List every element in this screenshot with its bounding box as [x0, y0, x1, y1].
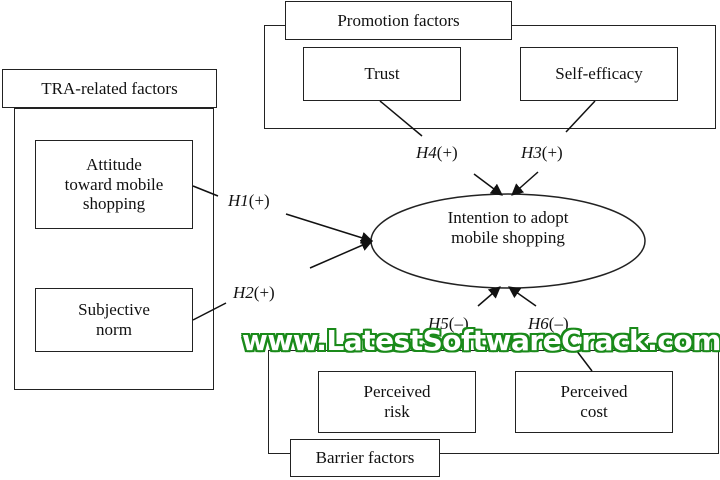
h4-arrow [473, 173, 503, 196]
h1-id: H1 [228, 191, 249, 210]
h1-arrow [285, 213, 374, 244]
h6-line-b [569, 341, 593, 372]
h6-id: H6 [528, 314, 549, 333]
attitude-factor-box: Attitude toward mobile shopping [35, 140, 193, 229]
h2-id: H2 [233, 283, 254, 302]
h3-arrow [511, 171, 539, 196]
h5-id: H5 [428, 314, 449, 333]
promotion-group-title: Promotion factors [285, 1, 512, 40]
tra-group-title: TRA-related factors [2, 69, 217, 108]
h1-sign: (+) [248, 191, 270, 210]
perceived-risk-factor-box: Perceived risk [318, 371, 476, 433]
h4-label: H4(+) [416, 143, 458, 163]
self-efficacy-factor-box: Self-efficacy [520, 47, 678, 101]
outcome-label: Intention to adopt mobile shopping [447, 208, 569, 248]
h5-arrow [477, 286, 501, 307]
h2-arrow [309, 239, 374, 269]
subjective-norm-factor-box: Subjective norm [35, 288, 193, 352]
h4-line-a [379, 100, 423, 137]
h3-label: H3(+) [521, 143, 563, 163]
h2-sign: (+) [253, 283, 275, 302]
h1-label: H1(+) [228, 191, 270, 211]
perceived-cost-factor-box: Perceived cost [515, 371, 673, 433]
h6-sign: (–) [548, 314, 569, 333]
barrier-group-title: Barrier factors [290, 439, 440, 477]
h3-sign: (+) [541, 143, 563, 162]
h5-label: H5(–) [428, 314, 469, 334]
h2-line-b [192, 302, 227, 321]
h4-sign: (+) [436, 143, 458, 162]
h2-label: H2(+) [233, 283, 275, 303]
h3-id: H3 [521, 143, 542, 162]
h4-id: H4 [416, 143, 437, 162]
watermark-text: www.LatestSoftwareCrack.com [242, 324, 720, 357]
h6-label: H6(–) [528, 314, 569, 334]
h3-line-a [565, 100, 596, 133]
h5-sign: (–) [448, 314, 469, 333]
h6-arrow [508, 286, 537, 307]
h1-line-a [192, 185, 219, 197]
trust-factor-box: Trust [303, 47, 461, 101]
